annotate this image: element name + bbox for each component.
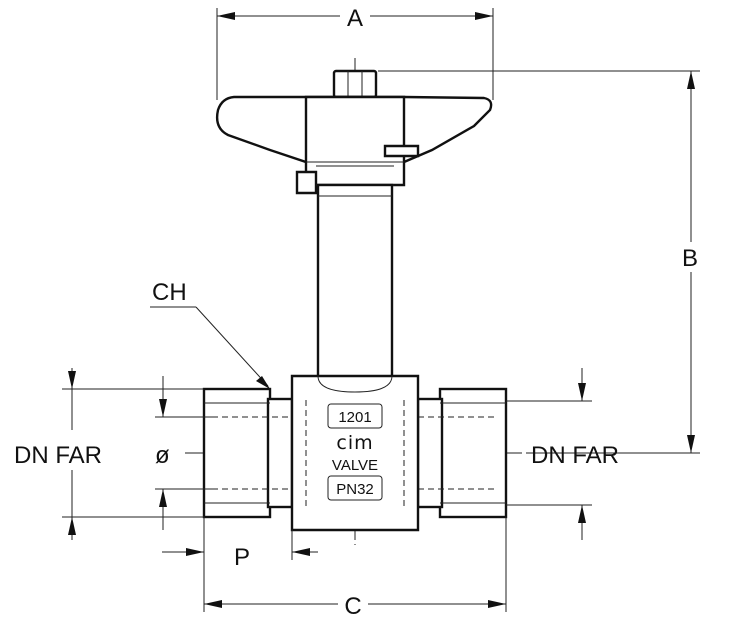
handle	[215, 69, 493, 195]
pressure-rating: PN32	[336, 481, 374, 498]
dn-right-label: DN FAR	[531, 442, 619, 469]
valve-body	[290, 374, 420, 532]
valve-label: VALVE	[332, 457, 378, 474]
dimension-a	[216, 8, 494, 100]
stem-extension	[316, 183, 394, 383]
dimension-b-label: B	[682, 245, 698, 272]
model-number: 1201	[338, 409, 371, 426]
dimension-p-label: P	[234, 544, 250, 571]
dn-left-label: DN FAR	[14, 442, 102, 469]
dimension-a-label: A	[347, 5, 363, 32]
ch-label: CH	[152, 279, 187, 306]
dimension-b	[378, 70, 700, 454]
ch-leader	[150, 306, 270, 389]
brand-logo: cim	[336, 432, 373, 454]
dimension-c	[204, 517, 507, 612]
right-pipe-end	[416, 387, 508, 519]
dimension-c-label: C	[344, 593, 361, 620]
left-pipe-end	[202, 387, 294, 519]
left-dn-dimension	[62, 368, 204, 540]
diameter-label: ø	[155, 442, 170, 469]
dimension-p	[162, 517, 318, 612]
diameter-dimension	[155, 376, 212, 530]
right-dn-dimension	[506, 368, 592, 540]
